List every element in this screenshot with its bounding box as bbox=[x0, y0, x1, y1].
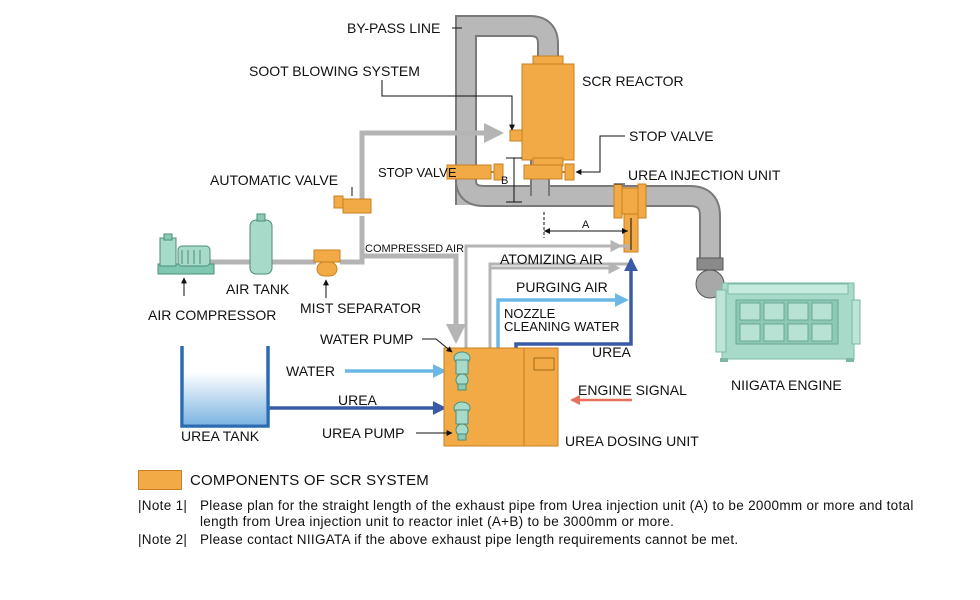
label-water: WATER bbox=[286, 363, 335, 379]
note-2: |Note 2| Please contact NIIGATA if the a… bbox=[138, 532, 918, 548]
urea-injection-unit bbox=[613, 183, 647, 253]
legend: COMPONENTS OF SCR SYSTEM bbox=[138, 470, 429, 490]
air-compressor bbox=[157, 233, 215, 275]
automatic-valve bbox=[333, 195, 372, 214]
purging-air-line bbox=[488, 262, 621, 352]
label-soot-blowing-system: SOOT BLOWING SYSTEM bbox=[249, 63, 420, 79]
dimension-b bbox=[506, 157, 522, 203]
label-urea-right: UREA bbox=[592, 344, 632, 360]
air-tank bbox=[249, 213, 273, 275]
label-bypass-line: BY-PASS LINE bbox=[347, 20, 440, 36]
soot-blower-nozzle bbox=[509, 129, 523, 142]
mist-separator bbox=[313, 249, 341, 277]
label-air-compressor: AIR COMPRESSOR bbox=[148, 307, 276, 323]
label-stop-valve-left: STOP VALVE bbox=[378, 165, 457, 180]
note-1: |Note 1| Please plan for the straight le… bbox=[138, 498, 918, 530]
atomizing-air-line bbox=[464, 240, 623, 352]
label-urea-pump: UREA PUMP bbox=[322, 425, 404, 441]
label-engine-signal: ENGINE SIGNAL bbox=[578, 382, 687, 398]
label-atomizing-air: ATOMIZING AIR bbox=[500, 251, 603, 267]
note-1-text: Please plan for the straight length of t… bbox=[200, 498, 914, 529]
urea-pump bbox=[453, 401, 471, 441]
notes: |Note 1| Please plan for the straight le… bbox=[138, 498, 918, 550]
dimension-a bbox=[543, 212, 628, 238]
note-2-tag: |Note 2| bbox=[138, 532, 188, 547]
scr-reactor bbox=[521, 55, 575, 167]
label-air-tank: AIR TANK bbox=[226, 281, 290, 297]
label-dimension-a: A bbox=[582, 219, 590, 231]
stop-valve-reactor bbox=[523, 163, 575, 181]
label-purging-air: PURGING AIR bbox=[516, 279, 608, 295]
label-urea-dosing-unit: UREA DOSING UNIT bbox=[565, 433, 699, 449]
leader-lines bbox=[181, 27, 625, 436]
urea-tank bbox=[180, 346, 270, 428]
stop-valve-bypass bbox=[446, 163, 504, 181]
label-stop-valve-right: STOP VALVE bbox=[629, 128, 714, 144]
label-water-pump: WATER PUMP bbox=[320, 331, 413, 347]
label-scr-reactor: SCR REACTOR bbox=[582, 73, 684, 89]
water-pump bbox=[453, 351, 471, 391]
legend-swatch bbox=[138, 470, 182, 490]
legend-text: COMPONENTS OF SCR SYSTEM bbox=[190, 471, 429, 489]
label-urea-tank: UREA TANK bbox=[181, 428, 260, 444]
niigata-engine bbox=[715, 282, 861, 362]
note-2-text: Please contact NIIGATA if the above exha… bbox=[200, 532, 739, 547]
label-dimension-b: B bbox=[501, 175, 508, 187]
label-cleaning-water: CLEANING WATER bbox=[504, 319, 620, 334]
label-compressed-air: COMPRESSED AIR bbox=[365, 243, 464, 255]
label-urea-left: UREA bbox=[338, 392, 378, 408]
label-automatic-valve: AUTOMATIC VALVE bbox=[210, 172, 338, 188]
label-urea-injection-unit: UREA INJECTION UNIT bbox=[628, 167, 781, 183]
label-niigata-engine: NIIGATA ENGINE bbox=[731, 377, 842, 393]
label-mist-separator: MIST SEPARATOR bbox=[300, 300, 421, 316]
label-nozzle: NOZZLE bbox=[504, 306, 556, 321]
note-1-tag: |Note 1| bbox=[138, 498, 188, 513]
